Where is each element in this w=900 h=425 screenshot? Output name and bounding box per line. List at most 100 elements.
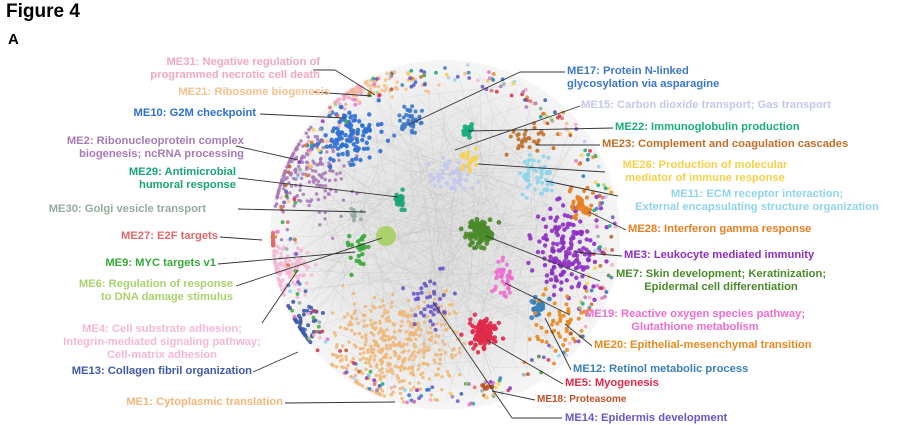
gene-node (419, 328, 423, 332)
gene-node (355, 90, 359, 94)
gene-node (475, 241, 481, 247)
gene-node (450, 302, 454, 307)
gene-node (369, 354, 373, 359)
gene-node (373, 354, 377, 358)
gene-node (532, 126, 537, 130)
gene-node (292, 314, 297, 319)
gene-node (582, 189, 587, 193)
gene-node (447, 312, 452, 316)
gene-node (371, 304, 375, 308)
network-edge (338, 167, 400, 215)
gene-node (364, 357, 369, 361)
label-me7: ME7: Skin development; Keratinization;Ep… (615, 268, 827, 293)
gene-node (282, 200, 286, 205)
gene-node (576, 316, 581, 321)
gene-node (369, 331, 374, 335)
gene-node (358, 217, 363, 222)
gene-node (379, 129, 384, 134)
gene-node (576, 339, 581, 344)
gene-node (353, 102, 358, 107)
gene-node (293, 283, 298, 287)
gene-node (428, 294, 433, 299)
gene-node (452, 309, 456, 313)
gene-node (334, 345, 339, 349)
label-me15: ME15: Carbon dioxide transport; Gas tran… (581, 99, 831, 111)
gene-node (419, 290, 424, 295)
gene-node (522, 160, 527, 164)
gene-node (407, 336, 412, 340)
gene-node (381, 375, 386, 379)
gene-node (406, 299, 411, 303)
gene-node (301, 192, 306, 197)
gene-node (358, 346, 363, 351)
network-edge (407, 84, 524, 97)
gene-node (465, 63, 470, 67)
gene-node (549, 270, 554, 276)
gene-node (493, 339, 498, 344)
gene-node (270, 230, 276, 236)
gene-node (431, 322, 435, 327)
gene-node (468, 159, 473, 164)
gene-node (317, 320, 322, 324)
gene-node (557, 353, 561, 358)
gene-node (588, 207, 593, 212)
gene-node (410, 314, 414, 318)
gene-node (585, 185, 590, 190)
gene-node (283, 170, 287, 174)
gene-node (498, 84, 503, 89)
gene-node (496, 320, 501, 326)
network-edge (384, 334, 554, 348)
gene-node (301, 312, 306, 317)
gene-node (382, 394, 386, 398)
gene-node (488, 330, 494, 336)
gene-node (398, 118, 402, 123)
gene-node (436, 367, 440, 371)
gene-node (375, 77, 379, 81)
gene-node (281, 210, 285, 214)
gene-node (538, 307, 544, 312)
gene-node (480, 84, 485, 89)
gene-node (422, 341, 426, 346)
gene-node (362, 319, 366, 323)
gene-node (465, 156, 470, 161)
gene-node (397, 113, 402, 118)
gene-node (298, 318, 303, 323)
gene-node (317, 324, 321, 329)
gene-node (530, 358, 534, 362)
gene-node (564, 278, 569, 283)
label-me14: ME14: Epidermis development (565, 412, 728, 424)
gene-node (479, 238, 485, 244)
gene-node (523, 87, 528, 92)
gene-node (401, 115, 406, 120)
gene-node (469, 234, 475, 240)
gene-node (306, 265, 310, 270)
gene-node (520, 144, 525, 149)
gene-node (321, 146, 325, 150)
gene-node (433, 360, 437, 365)
gene-node (354, 145, 359, 150)
leader-line-me21 (312, 91, 373, 97)
gene-node (582, 139, 587, 144)
gene-node (476, 327, 482, 333)
gene-node (438, 357, 442, 361)
gene-node (323, 177, 327, 182)
gene-node (385, 347, 389, 351)
gene-node (342, 97, 346, 101)
gene-node (380, 314, 385, 318)
gene-node (578, 306, 582, 310)
gene-node (531, 299, 537, 305)
gene-node (449, 353, 454, 357)
gene-node (411, 358, 416, 362)
network-edge (490, 256, 522, 324)
gene-node (496, 259, 501, 264)
gene-node (472, 312, 478, 317)
network-edge (385, 157, 564, 283)
gene-node (569, 243, 574, 248)
gene-node (417, 334, 422, 338)
gene-node (526, 167, 531, 171)
gene-node (475, 350, 481, 355)
gene-node (441, 293, 446, 298)
network-edge (381, 133, 526, 191)
gene-node (526, 260, 531, 266)
